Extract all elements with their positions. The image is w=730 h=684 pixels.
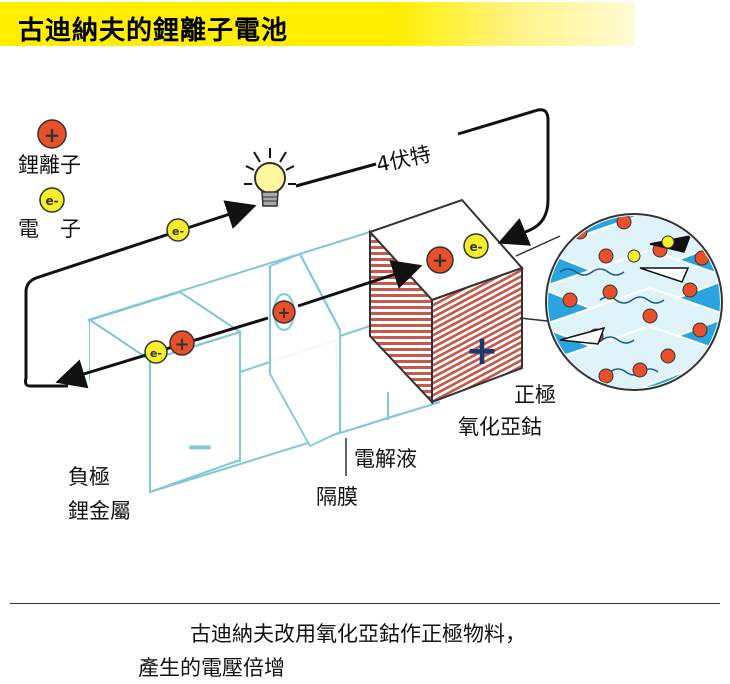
separator-membrane [269, 252, 341, 448]
voltage-label: 4伏特 [374, 142, 433, 177]
caption-line-2: 產生的電壓倍增 [138, 656, 285, 680]
electron-at-anode: e- [144, 340, 168, 364]
svg-text:+: + [174, 334, 189, 355]
title-bar: 古迪納夫的鋰離子電池 [0, 2, 635, 46]
electron-on-wire: e- [166, 218, 190, 242]
anode-minus-sign: − [186, 427, 215, 467]
svg-text:e-: e- [469, 240, 482, 254]
cathode-cube [368, 198, 524, 405]
caption-divider [10, 603, 720, 604]
svg-text:e-: e- [172, 225, 184, 238]
ion-at-separator: + [272, 300, 296, 324]
legend-ion-label: 鋰離子 [18, 153, 81, 177]
anode-material-label: 鋰金屬 [68, 499, 131, 523]
svg-text:e-: e- [45, 194, 58, 208]
page-title: 古迪納夫的鋰離子電池 [18, 16, 289, 46]
external-circuit [24, 108, 550, 388]
svg-text:+: + [277, 303, 290, 322]
separator-label: 隔膜 [316, 485, 358, 509]
legend-electron-icon: e- [39, 187, 65, 213]
anode-block [87, 290, 243, 494]
caption-line-1: 古迪納夫改用氧化亞鈷作正極物料， [190, 622, 526, 646]
ion-at-anode: + [169, 330, 195, 356]
svg-text:+: + [44, 123, 61, 147]
cathode-label: 正極 [514, 383, 556, 407]
light-bulb-icon [244, 148, 296, 207]
electrolyte-label: 電解液 [354, 447, 417, 471]
electron-at-cathode: e- [463, 233, 489, 259]
ion-at-cathode: + [426, 246, 454, 274]
cathode-plus-sign: + [465, 328, 499, 374]
anode-label: 負極 [68, 465, 110, 489]
svg-text:+: + [432, 248, 449, 272]
svg-text:e-: e- [150, 347, 162, 360]
cathode-material-label: 氧化亞鈷 [458, 415, 542, 439]
legend-ion-icon: + [37, 119, 67, 149]
legend-electron-label: 電 子 [18, 217, 81, 241]
cathode-zoom-view [545, 213, 723, 391]
